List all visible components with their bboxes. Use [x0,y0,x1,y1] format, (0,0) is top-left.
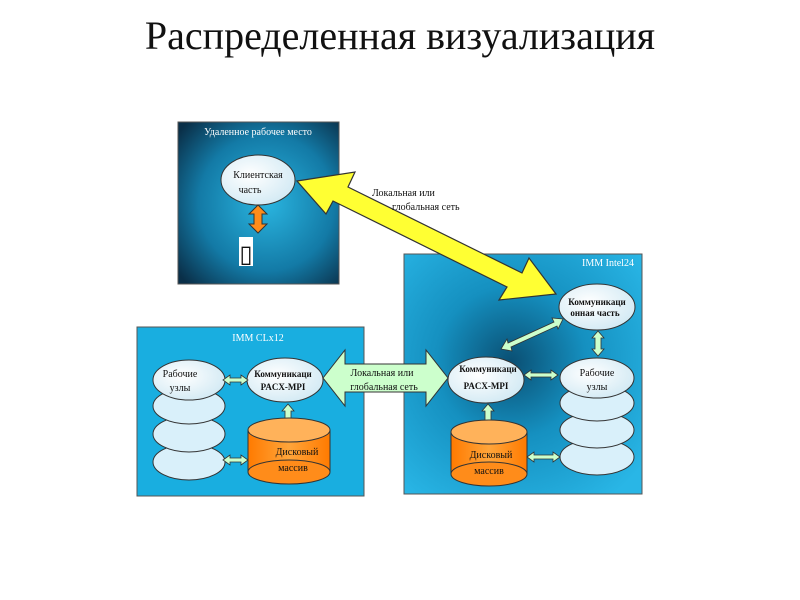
right-disk-nodes-arrow [526,451,561,463]
left-cluster-label: IMM CLx12 [232,333,283,344]
right-disk-array: Дисковый массив [450,419,528,487]
right-comm-top-label-line2: онная часть [570,308,619,318]
left-worker-nodes: Рабочие узлы [152,359,226,481]
right-comm-top: Коммуникаци онная часть [558,283,636,331]
right-nodes-label-line2: узлы [587,382,608,393]
left-nodes-comm-arrow [222,374,249,386]
monitor-icon: ▯ [239,242,252,268]
right-comm-label-line2: PACX-MPI [464,381,509,391]
left-comm-label-line2: PACX-MPI [261,382,306,392]
right-comm-label-line1: Коммуникаци [459,364,516,374]
remote-panel-label: Удаленное рабочее место [204,127,312,138]
right-cluster-label: IMM Intel24 [582,258,634,269]
network-top-label-line2: глобальная сеть [392,202,460,213]
left-nodes-label-line1: Рабочие [163,369,198,380]
client-part-label-line1: Клиентская [233,170,283,181]
right-worker-nodes: Рабочие узлы [559,357,635,476]
right-comm-part: Коммуникаци PACX-MPI [447,356,525,404]
left-comm-label-line1: Коммуникаци [254,369,311,379]
network-mid-label-line2: глобальная сеть [350,382,418,393]
right-comm-top-label-line1: Коммуникаци [568,297,625,307]
comm-top-to-nodes-arrow [591,330,605,357]
right-disk-label-line2: массив [474,466,504,477]
comm-top-to-comm-arrow [500,317,564,352]
left-nodes-label-line2: узлы [170,383,191,394]
network-top-label-line1: Локальная или [372,188,436,199]
network-mid-label-line1: Локальная или [351,368,415,379]
left-nodes-disk-arrow [222,454,249,466]
client-monitor-arrow [247,204,269,234]
left-disk-label-line2: массив [278,463,308,474]
left-disk-label-line1: Дисковый [276,447,319,458]
remote-workstation-panel: Удаленное рабочее место Клиентская часть… [177,121,340,285]
right-comm-nodes-arrow [523,369,559,381]
left-comm-part: Коммуникаци PACX-MPI [246,357,324,403]
right-disk-label-line1: Дисковый [470,450,513,461]
slide-title: Распределенная визуализация [144,13,656,58]
client-part-label-line2: часть [239,185,262,196]
wan-yellow-arrow [295,171,558,301]
monitor-icon-bg [239,237,253,266]
left-disk-array: Дисковый массив [247,417,331,485]
right-nodes-label-line1: Рабочие [580,368,615,379]
